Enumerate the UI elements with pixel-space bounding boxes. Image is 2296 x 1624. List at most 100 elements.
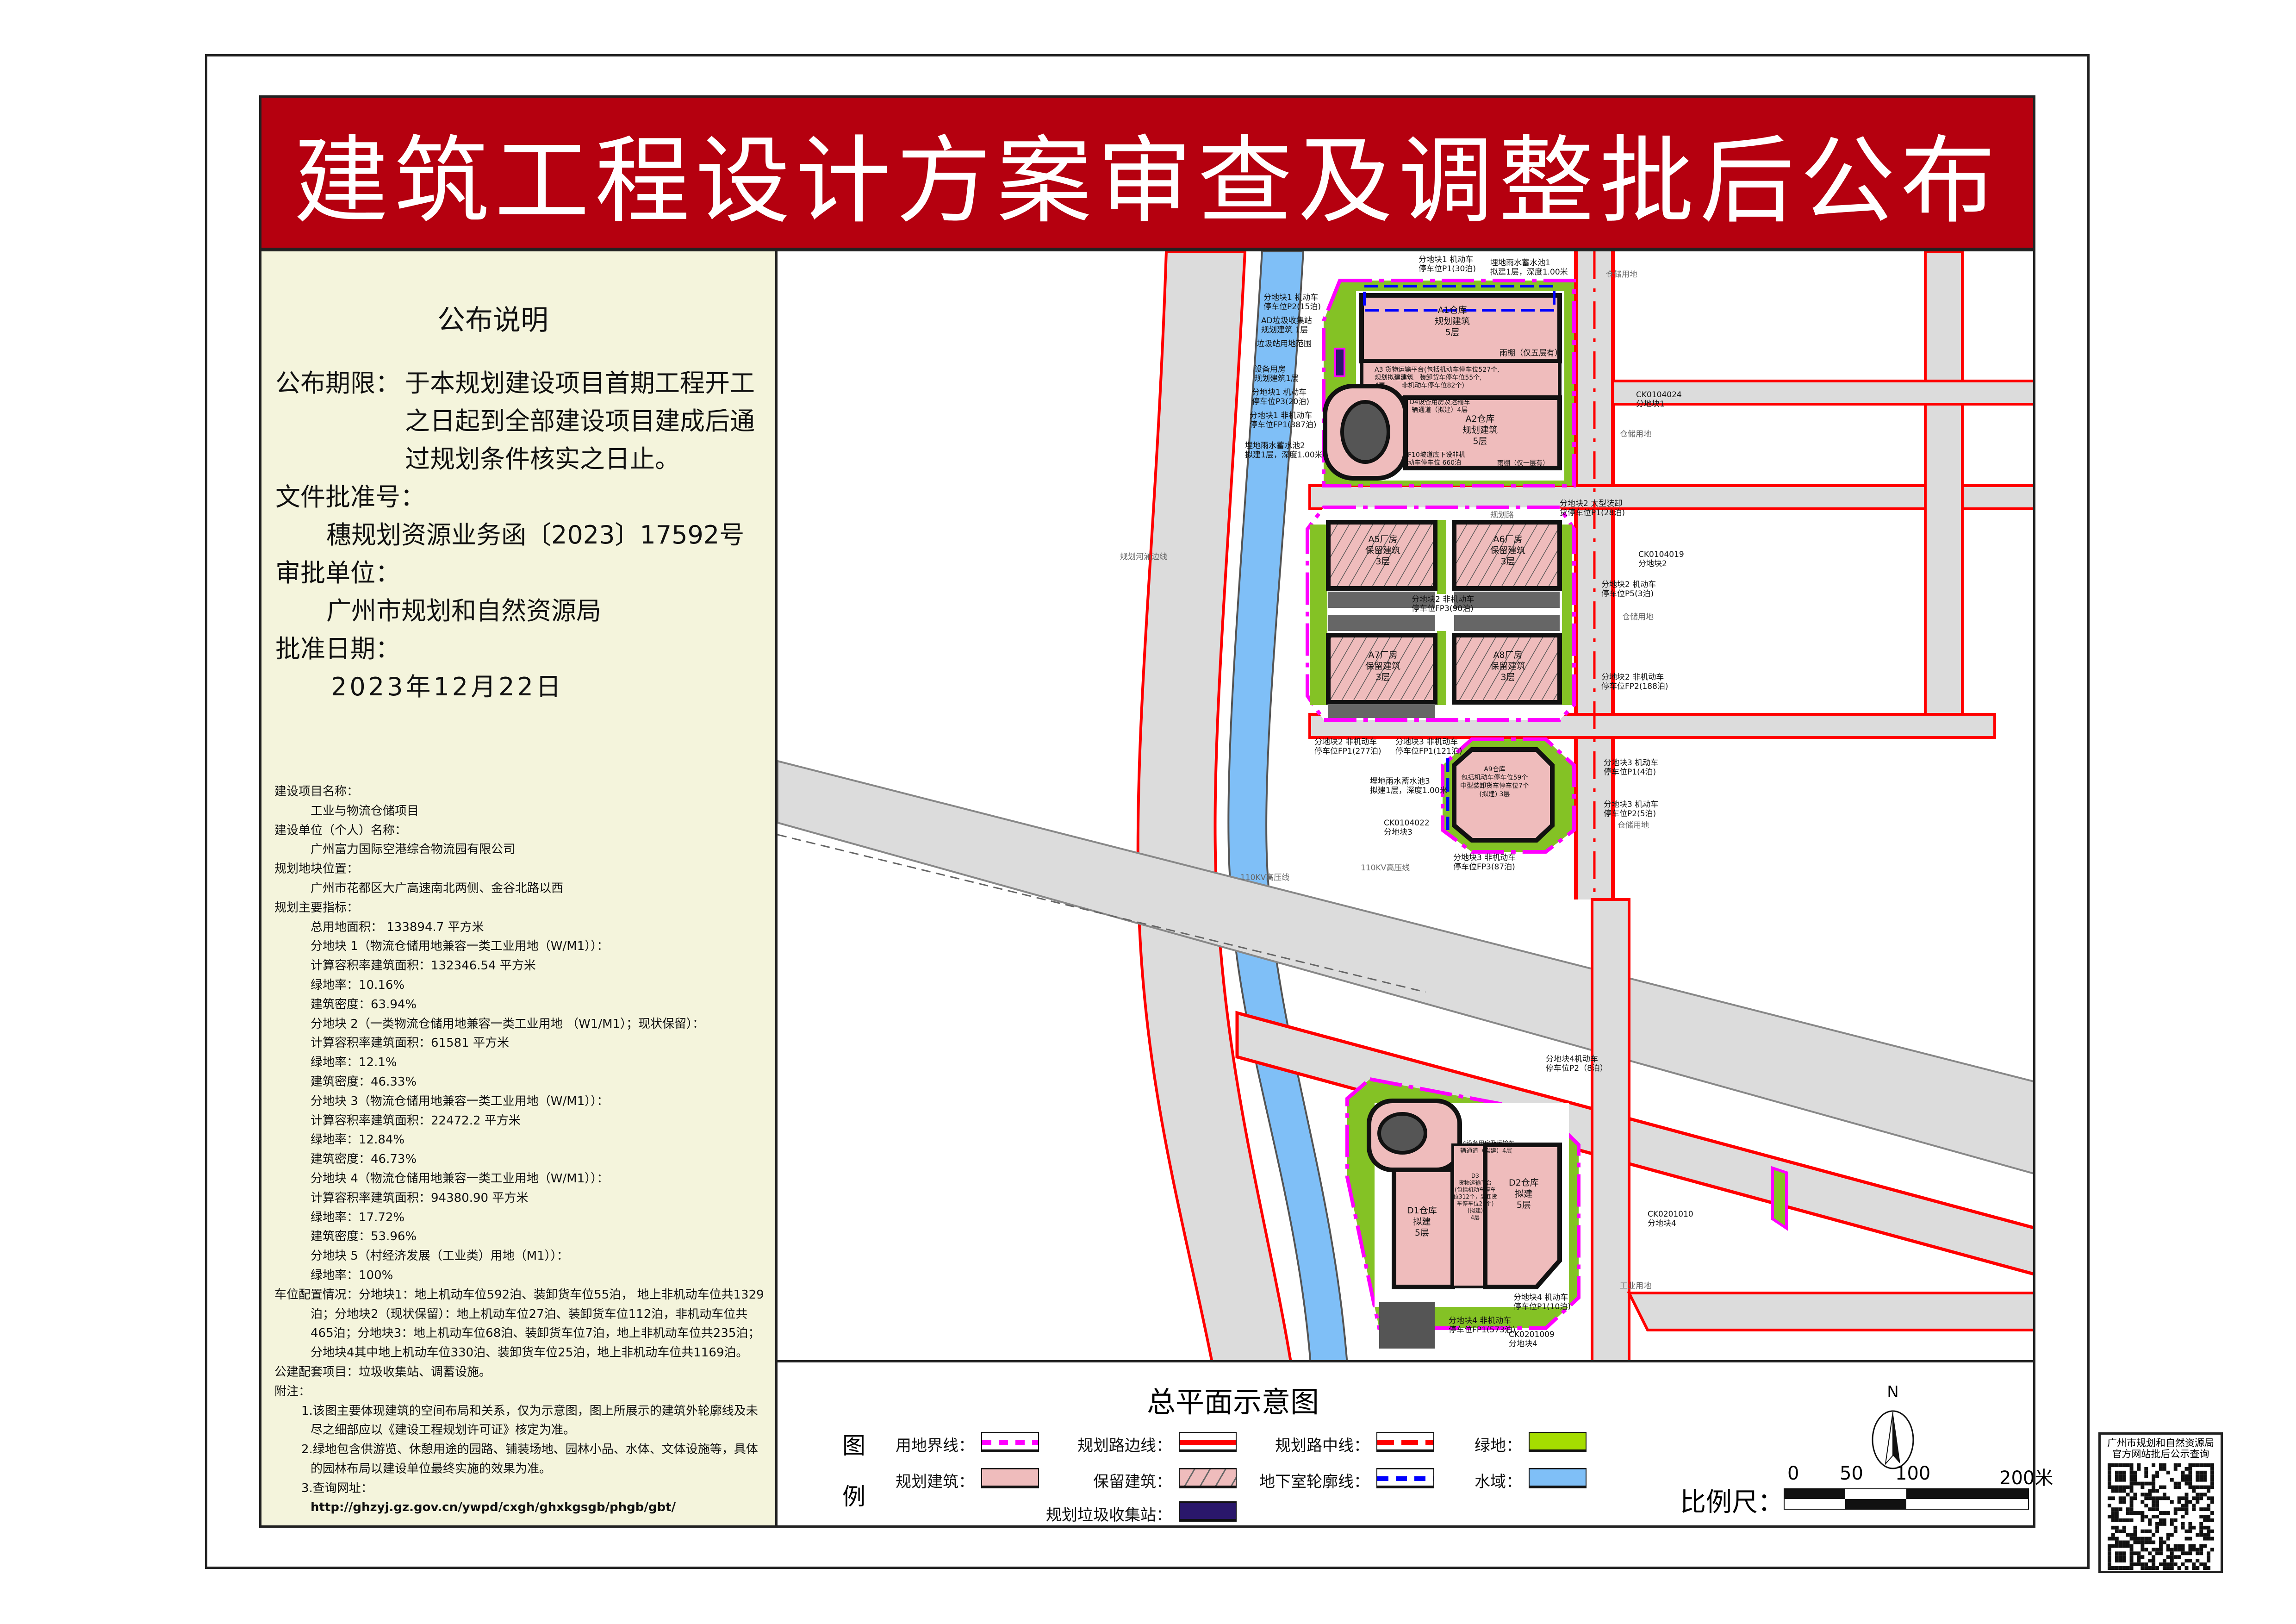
qr-module	[2147, 1566, 2152, 1570]
qr-module	[2162, 1559, 2166, 1563]
qr-module	[2195, 1478, 2199, 1482]
qr-module	[2126, 1493, 2130, 1497]
qr-module	[2140, 1540, 2144, 1544]
qr-module	[2111, 1489, 2115, 1493]
qr-module	[2140, 1537, 2144, 1541]
qr-code[interactable]	[2107, 1463, 2214, 1570]
parking-fp1-b4	[1379, 1302, 1435, 1349]
qr-module	[2107, 1559, 2111, 1563]
qr-module	[2155, 1515, 2159, 1518]
qr-module	[2151, 1496, 2155, 1500]
qr-module	[2133, 1540, 2137, 1544]
qr-module	[2162, 1496, 2166, 1500]
qr-module	[2107, 1551, 2111, 1555]
qr-module	[2133, 1496, 2137, 1500]
qr-module	[2129, 1474, 2134, 1478]
label-river-road: 规划河涌边线	[1120, 552, 1167, 562]
qr-module	[2177, 1507, 2181, 1512]
doc-no-label: 文件批准号：	[275, 482, 425, 512]
qr-module	[2144, 1470, 2148, 1474]
detail-line[interactable]: http://ghzyj.gz.gov.cn/ywpd/cxgh/ghxkgsg…	[311, 1500, 676, 1515]
label-pool3: 埋地雨水蓄水池3 拟建1层，深度1.00米	[1370, 777, 1448, 795]
site-plan-map: A1仓库 规划建筑 5层 雨棚（仅五层有） A3 货物运输平台(包括机动车停车位…	[778, 249, 2035, 1362]
qr-module	[2129, 1511, 2134, 1515]
qr-module	[2115, 1551, 2119, 1555]
legend-swatch-hatched	[1179, 1468, 1237, 1488]
label-d4-top: D4设备用房及运输车 辆通道（拟建）4层	[1409, 399, 1470, 414]
qr-module	[2177, 1500, 2181, 1504]
legend-line-sample	[1377, 1476, 1433, 1481]
qr-module	[2206, 1533, 2210, 1537]
green-wedge-east	[1771, 1166, 1788, 1231]
qr-module	[2195, 1463, 2199, 1467]
qr-module	[2199, 1478, 2203, 1482]
qr-module	[2206, 1504, 2210, 1508]
qr-module	[2173, 1548, 2178, 1552]
label-ck4: CK0201010 分地块4	[1648, 1210, 1693, 1228]
qr-module	[2188, 1522, 2192, 1526]
qr-module	[2191, 1504, 2196, 1508]
qr-module	[2177, 1544, 2181, 1548]
qr-module	[2129, 1566, 2134, 1570]
qr-module	[2195, 1566, 2199, 1570]
qr-module	[2111, 1507, 2115, 1512]
road-cross-3	[1612, 380, 2033, 406]
qr-module	[2173, 1518, 2178, 1522]
qr-module	[2210, 1496, 2214, 1500]
qr-module	[2166, 1511, 2170, 1515]
detail-line: 1.该图主要体现建筑的空间布局和关系，仅为示意图，图上所展示的建筑外轮廓线及未尽…	[301, 1404, 758, 1437]
legend-label: 用地界线：	[896, 1437, 974, 1455]
qr-module	[2199, 1529, 2203, 1533]
qr-module	[2162, 1566, 2166, 1570]
qr-module	[2122, 1500, 2126, 1504]
label-fp3-b2: 分地块2 非机动车 停车位FP3(90泊)	[1412, 595, 1475, 613]
qr-module	[2173, 1562, 2178, 1567]
qr-module	[2195, 1474, 2199, 1478]
qr-module	[2159, 1463, 2163, 1467]
qr-module	[2203, 1518, 2207, 1522]
qr-module	[2140, 1515, 2144, 1518]
qr-module	[2210, 1500, 2214, 1504]
qr-module	[2147, 1551, 2152, 1555]
qr-module	[2144, 1467, 2148, 1471]
qr-module	[2170, 1518, 2174, 1522]
qr-module	[2159, 1537, 2163, 1541]
detail-line: 3.查询网址：	[301, 1481, 373, 1495]
building-d1	[1392, 1168, 1455, 1289]
qr-module	[2195, 1493, 2199, 1497]
qr-code-box[interactable]: 广州市规划和自然资源局 官方网站批后公示查询	[2098, 1432, 2223, 1573]
qr-module	[2188, 1467, 2192, 1471]
qr-module	[2206, 1551, 2210, 1555]
qr-module	[2118, 1507, 2122, 1512]
qr-module	[2170, 1533, 2174, 1537]
qr-module	[2206, 1507, 2210, 1512]
qr-module	[2173, 1467, 2178, 1471]
road-cross-1	[1308, 484, 2033, 510]
qr-module	[2115, 1540, 2119, 1544]
qr-module	[2133, 1562, 2137, 1567]
qr-module	[2162, 1511, 2166, 1515]
scale-bar	[1784, 1488, 2029, 1510]
building-d3	[1451, 1143, 1487, 1288]
date-label: 批准日期：	[275, 634, 400, 663]
qr-module	[2133, 1529, 2137, 1533]
scale-tick-label: 50	[1840, 1463, 1863, 1484]
legend-label: 地下室轮廓线：	[1259, 1473, 1369, 1491]
green-strip	[1437, 520, 1446, 594]
qr-module	[2177, 1548, 2181, 1552]
qr-module	[2122, 1529, 2126, 1533]
qr-module	[2118, 1518, 2122, 1522]
qr-module	[2140, 1518, 2144, 1522]
qr-module	[2177, 1555, 2181, 1559]
qr-module	[2144, 1537, 2148, 1541]
qr-module	[2203, 1478, 2207, 1482]
label-p1-b4: 分地块4 机动车 停车位P1(10泊)	[1513, 1293, 1571, 1312]
qr-module	[2126, 1518, 2130, 1522]
qr-module	[2203, 1463, 2207, 1467]
qr-module	[2118, 1544, 2122, 1548]
label-storage: 仓储用地	[1606, 270, 1637, 279]
label-p2-b4: 分地块4机动车 停车位P2（8泊）	[1546, 1055, 1608, 1073]
qr-module	[2136, 1511, 2140, 1515]
ramp-core	[1340, 400, 1390, 464]
qr-module	[2184, 1467, 2188, 1471]
